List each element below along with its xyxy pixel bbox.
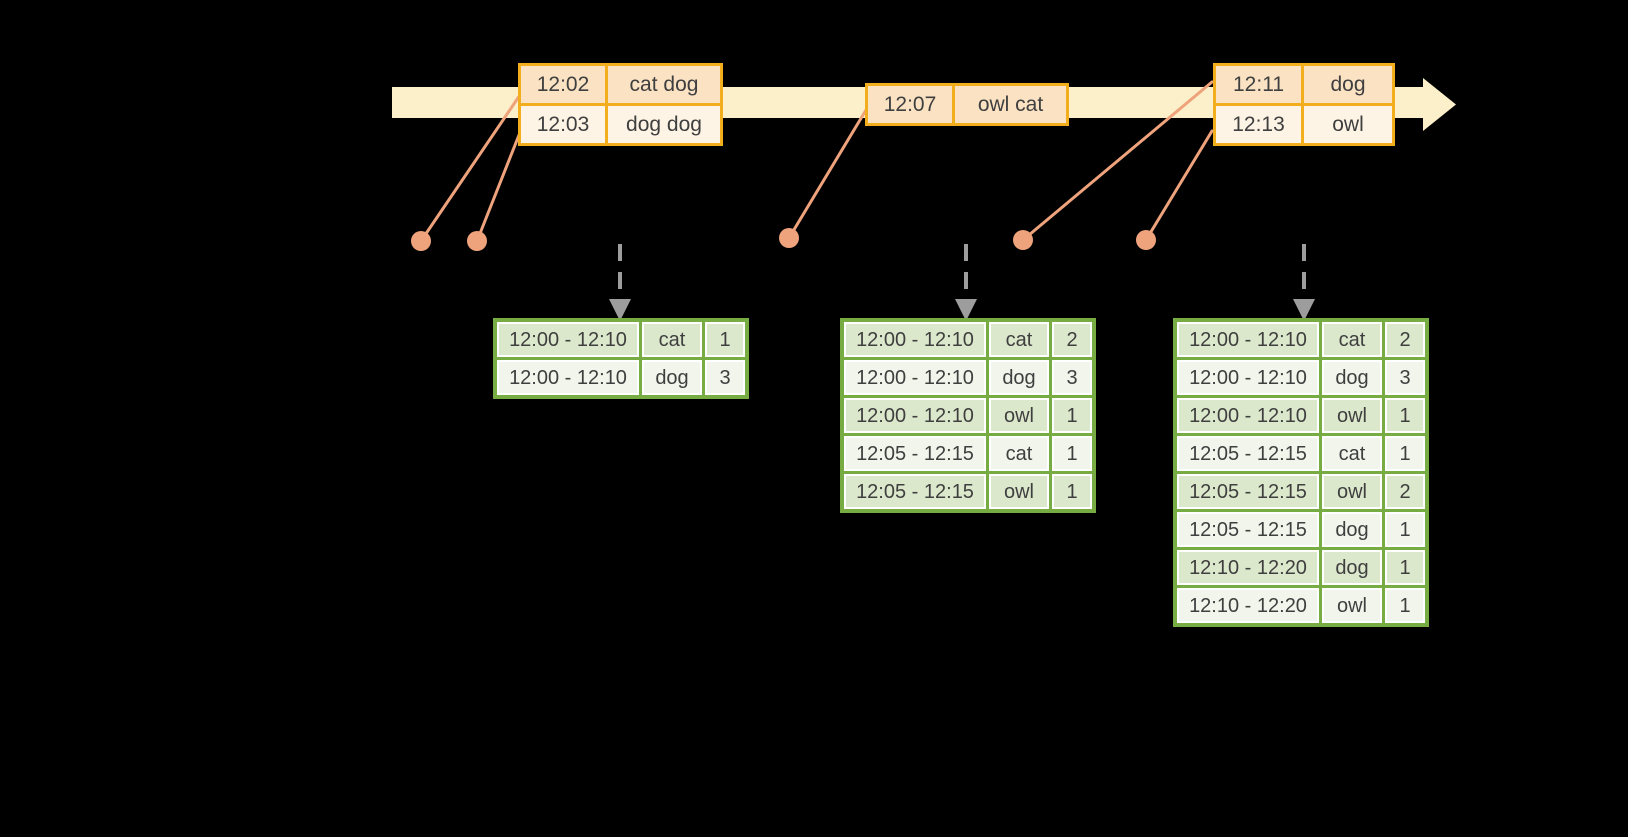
result-row: 12:00 - 12:10 owl 1 bbox=[844, 398, 1092, 433]
word-cell: owl bbox=[1322, 474, 1382, 509]
event-words-cell: dog dog bbox=[608, 106, 720, 143]
event-time-cell: 12:02 bbox=[521, 66, 605, 103]
window-cell: 12:05 - 12:15 bbox=[844, 436, 986, 471]
word-cell: owl bbox=[1322, 398, 1382, 433]
word-cell: dog bbox=[1322, 360, 1382, 395]
window-cell: 12:05 - 12:15 bbox=[1177, 512, 1319, 547]
word-cell: dog bbox=[1322, 550, 1382, 585]
result-row: 12:00 - 12:10 dog 3 bbox=[844, 360, 1092, 395]
word-cell: cat bbox=[1322, 436, 1382, 471]
window-cell: 12:05 - 12:15 bbox=[1177, 436, 1319, 471]
event-row: 12:02 cat dog bbox=[521, 66, 720, 103]
window-cell: 12:00 - 12:10 bbox=[844, 322, 986, 357]
timeline-arrowhead-icon bbox=[1423, 78, 1456, 131]
result-row: 12:00 - 12:10 dog 3 bbox=[497, 360, 745, 395]
word-cell: dog bbox=[989, 360, 1049, 395]
event-words-cell: cat dog bbox=[608, 66, 720, 103]
trigger-arrow-icon bbox=[609, 244, 631, 321]
event-time-cell: 12:13 bbox=[1216, 106, 1301, 143]
event-dot bbox=[1136, 230, 1156, 250]
count-cell: 3 bbox=[1052, 360, 1092, 395]
count-cell: 2 bbox=[1052, 322, 1092, 357]
count-cell: 1 bbox=[1385, 436, 1425, 471]
result-table: 12:00 - 12:10 cat 2 12:00 - 12:10 dog 3 … bbox=[1173, 318, 1429, 627]
result-row: 12:05 - 12:15 cat 1 bbox=[844, 436, 1092, 471]
event-row: 12:11 dog bbox=[1216, 66, 1392, 103]
window-cell: 12:00 - 12:10 bbox=[1177, 360, 1319, 395]
trigger-arrow-icon bbox=[955, 244, 977, 321]
event-dot bbox=[779, 228, 799, 248]
window-cell: 12:10 - 12:20 bbox=[1177, 588, 1319, 623]
word-cell: owl bbox=[1322, 588, 1382, 623]
result-row: 12:05 - 12:15 owl 1 bbox=[844, 474, 1092, 509]
result-table: 12:00 - 12:10 cat 1 12:00 - 12:10 dog 3 bbox=[493, 318, 749, 399]
result-row: 12:05 - 12:15 owl 2 bbox=[1177, 474, 1425, 509]
event-table: 12:11 dog 12:13 owl bbox=[1213, 63, 1395, 146]
count-cell: 1 bbox=[705, 322, 745, 357]
result-row: 12:10 - 12:20 dog 1 bbox=[1177, 550, 1425, 585]
result-row: 12:05 - 12:15 cat 1 bbox=[1177, 436, 1425, 471]
event-dot bbox=[467, 231, 487, 251]
window-cell: 12:00 - 12:10 bbox=[1177, 398, 1319, 433]
event-table: 12:07 owl cat bbox=[865, 83, 1069, 126]
event-row: 12:03 dog dog bbox=[521, 106, 720, 143]
event-time-cell: 12:07 bbox=[868, 86, 952, 123]
count-cell: 1 bbox=[1052, 474, 1092, 509]
result-table: 12:00 - 12:10 cat 2 12:00 - 12:10 dog 3 … bbox=[840, 318, 1096, 513]
window-cell: 12:00 - 12:10 bbox=[497, 360, 639, 395]
word-cell: owl bbox=[989, 398, 1049, 433]
event-words-cell: dog bbox=[1304, 66, 1392, 103]
result-row: 12:05 - 12:15 dog 1 bbox=[1177, 512, 1425, 547]
count-cell: 1 bbox=[1385, 512, 1425, 547]
window-cell: 12:00 - 12:10 bbox=[844, 398, 986, 433]
word-cell: cat bbox=[642, 322, 702, 357]
result-row: 12:00 - 12:10 owl 1 bbox=[1177, 398, 1425, 433]
event-connector-line bbox=[475, 128, 523, 243]
count-cell: 1 bbox=[1385, 550, 1425, 585]
word-cell: cat bbox=[989, 436, 1049, 471]
window-cell: 12:05 - 12:15 bbox=[844, 474, 986, 509]
event-dot bbox=[411, 231, 431, 251]
count-cell: 1 bbox=[1052, 398, 1092, 433]
result-row: 12:00 - 12:10 dog 3 bbox=[1177, 360, 1425, 395]
event-dot bbox=[1013, 230, 1033, 250]
window-cell: 12:00 - 12:10 bbox=[497, 322, 639, 357]
result-row: 12:10 - 12:20 owl 1 bbox=[1177, 588, 1425, 623]
event-words-cell: owl bbox=[1304, 106, 1392, 143]
trigger-arrow-icon bbox=[1293, 244, 1315, 321]
event-time-cell: 12:11 bbox=[1216, 66, 1301, 103]
count-cell: 3 bbox=[705, 360, 745, 395]
window-cell: 12:00 - 12:10 bbox=[1177, 322, 1319, 357]
event-row: 12:13 owl bbox=[1216, 106, 1392, 143]
event-table: 12:02 cat dog 12:03 dog dog bbox=[518, 63, 723, 146]
count-cell: 3 bbox=[1385, 360, 1425, 395]
event-words-cell: owl cat bbox=[955, 86, 1066, 123]
event-connector-line bbox=[787, 108, 868, 240]
event-connector-line bbox=[419, 93, 522, 243]
count-cell: 1 bbox=[1052, 436, 1092, 471]
word-cell: owl bbox=[989, 474, 1049, 509]
word-cell: dog bbox=[1322, 512, 1382, 547]
count-cell: 1 bbox=[1385, 398, 1425, 433]
window-cell: 12:00 - 12:10 bbox=[844, 360, 986, 395]
window-cell: 12:10 - 12:20 bbox=[1177, 550, 1319, 585]
word-cell: cat bbox=[1322, 322, 1382, 357]
word-cell: dog bbox=[642, 360, 702, 395]
word-cell: cat bbox=[989, 322, 1049, 357]
event-row: 12:07 owl cat bbox=[868, 86, 1066, 123]
count-cell: 2 bbox=[1385, 474, 1425, 509]
result-row: 12:00 - 12:10 cat 1 bbox=[497, 322, 745, 357]
result-row: 12:00 - 12:10 cat 2 bbox=[1177, 322, 1425, 357]
event-connector-line bbox=[1144, 129, 1214, 242]
count-cell: 2 bbox=[1385, 322, 1425, 357]
window-cell: 12:05 - 12:15 bbox=[1177, 474, 1319, 509]
result-row: 12:00 - 12:10 cat 2 bbox=[844, 322, 1092, 357]
count-cell: 1 bbox=[1385, 588, 1425, 623]
event-connector-line bbox=[1021, 80, 1214, 242]
event-time-cell: 12:03 bbox=[521, 106, 605, 143]
